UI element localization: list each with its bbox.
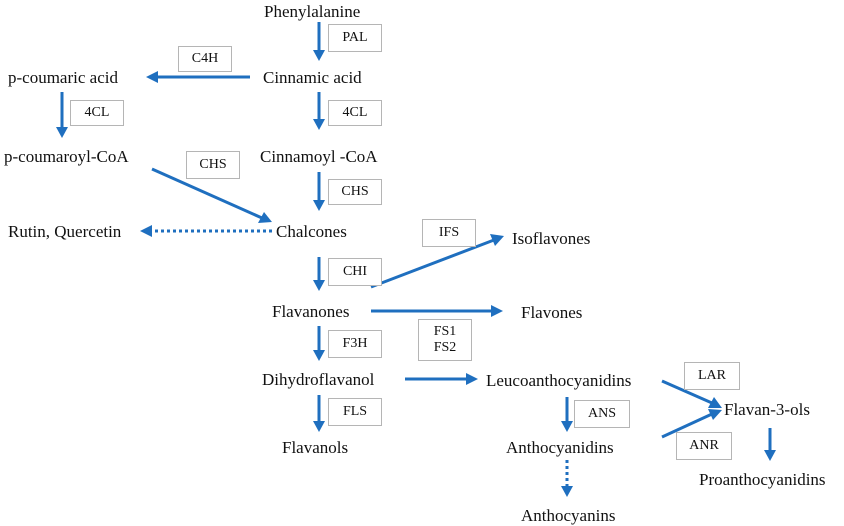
arrowhead [258,212,272,223]
arrowhead [561,486,573,497]
enzyme-fs2: FS2 [433,340,457,355]
node-leucoanthocyanidins: Leucoanthocyanidins [486,371,632,390]
enzyme-fls: FLS [328,398,382,426]
arrowhead [313,350,325,361]
enzyme-lar: LAR [684,362,740,390]
arrowhead [146,71,158,83]
enzyme-c4h: C4H [178,46,232,72]
enzyme-chs-left: CHS [186,151,240,179]
arrow-leucoanthocyanidins-to-flavan-3-ols [661,379,713,405]
enzyme-fs1-fs2: FS1 FS2 [418,319,472,361]
node-dihydroflavanol: Dihydroflavanol [262,370,375,389]
enzyme-f3h: F3H [328,330,382,358]
arrowhead [313,200,325,211]
enzyme-chs-right: CHS [328,179,382,205]
node-rutin-quercetin: Rutin, Quercetin [8,222,122,241]
node-flavones: Flavones [521,303,583,322]
node-p-coumaric-acid: p-coumaric acid [8,68,118,87]
node-phenylalanine: Phenylalanine [264,2,361,21]
arrowhead [708,397,722,408]
arrowhead [466,373,478,385]
node-anthocyanidins: Anthocyanidins [506,438,614,457]
arrowhead [313,280,325,291]
node-proanthocyanidins: Proanthocyanidins [699,470,826,489]
enzyme-fs1: FS1 [433,323,457,339]
arrowhead [561,421,573,432]
enzyme-4cl-left: 4CL [70,100,124,126]
node-isoflavones: Isoflavones [512,229,591,248]
arrowhead [313,421,325,432]
arrowhead [313,119,325,130]
node-flavan-3-ols: Flavan-3-ols [724,400,810,419]
enzyme-ans: ANS [574,400,630,428]
arrowhead [764,450,776,461]
node-flavanols: Flavanols [282,438,349,457]
node-flavanones: Flavanones [272,302,350,321]
arrowhead [491,305,503,317]
arrowhead [313,50,325,61]
node-p-coumaroyl-coa: p-coumaroyl-CoA [4,147,129,166]
arrow-p-coumaroyl-coa-to-chalcones [151,167,263,220]
enzyme-chi: CHI [328,258,382,286]
node-anthocyanins: Anthocyanins [521,506,616,525]
arrowhead [56,127,68,138]
enzyme-anr: ANR [676,432,732,460]
arrowhead [708,409,722,420]
node-cinnamic-acid: Cinnamic acid [263,68,362,87]
arrow-flavanones-to-isoflavones [370,238,495,289]
arrowhead [490,234,504,246]
arrow-anthocyanidins-to-flavan-3-ols [661,412,713,439]
enzyme-4cl-right: 4CL [328,100,382,126]
enzyme-ifs: IFS [422,219,476,247]
node-cinnamoyl-coa: Cinnamoyl -CoA [260,147,378,166]
arrowhead [140,225,152,237]
node-chalcones: Chalcones [276,222,347,241]
enzyme-pal: PAL [328,24,382,52]
